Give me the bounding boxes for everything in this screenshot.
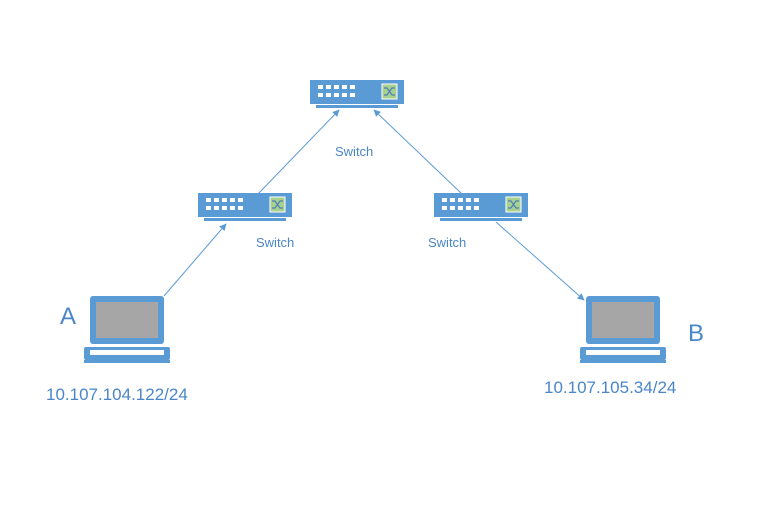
host-b-letter: B	[688, 320, 705, 347]
link-left-switch-to-top-switch	[257, 109, 340, 195]
switch-left-label: Switch	[256, 235, 295, 250]
switch-right-label: Switch	[428, 235, 467, 250]
network-switch-icon	[309, 79, 405, 109]
link-right-switch-to-host-b	[495, 221, 585, 301]
link-host-a-to-left-switch	[163, 223, 227, 297]
link-right-switch-to-top-switch	[373, 109, 463, 195]
laptop-icon	[84, 296, 170, 363]
host-b-ip-address: 10.107.105.34/24	[544, 378, 677, 397]
switch-top-label: Switch	[335, 144, 374, 159]
network-switch-icon	[433, 192, 529, 222]
host-a-ip-address: 10.107.104.122/24	[46, 385, 188, 404]
laptop-icon	[580, 296, 666, 363]
network-switch-icon	[197, 192, 293, 222]
host-a-letter: A	[60, 303, 77, 330]
